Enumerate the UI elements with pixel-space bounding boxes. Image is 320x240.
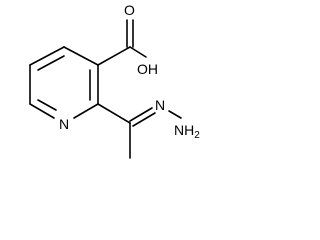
atom-label-nh: NH [174,122,194,138]
bond-n-n [168,110,182,119]
bond-carboxyl-oh [129,46,147,58]
molecule-structure: O OH N N NH2 [29,2,200,159]
atom-label-nh2: NH2 [174,122,200,141]
bond-imine-double-a [129,107,153,122]
atom-label-n-ring: N [59,116,69,132]
bond-ring-double-1 [37,55,65,71]
bond-ring-double-3 [37,99,57,111]
atom-label-nh2-subscript: 2 [194,130,200,141]
bond-ring-2 [63,46,99,66]
bond-ring-1 [29,46,65,66]
bond-ring-to-carboxyl [97,46,131,66]
hydrazone-side-chain [97,103,182,159]
bond-ring-4 [73,103,99,119]
pyridine-ring [29,46,99,119]
bond-imine-double-b [132,112,156,127]
atom-label-n-imine: N [155,97,165,113]
carboxylic-acid-group [97,19,147,66]
bond-ring-to-side-carbon [97,103,131,124]
bond-ring-5 [29,103,55,119]
atom-label-oh: OH [137,61,158,77]
atom-label-o: O [124,2,135,18]
